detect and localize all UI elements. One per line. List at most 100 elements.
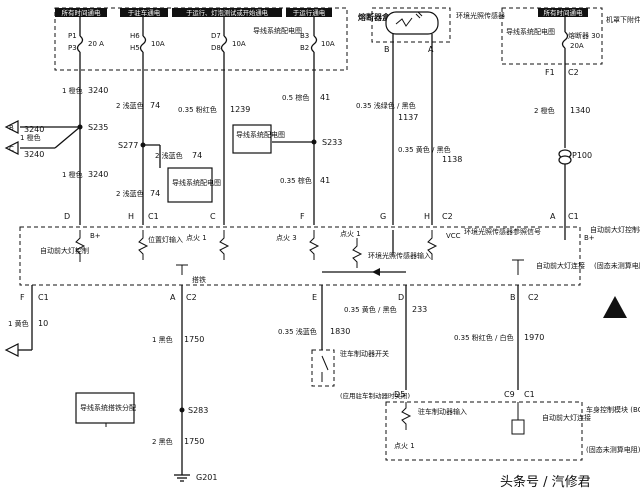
svg-text:3240: 3240 (24, 125, 44, 134)
svg-text:41: 41 (320, 176, 330, 185)
svg-text:1137: 1137 (398, 113, 418, 122)
svg-text:E: E (312, 293, 317, 302)
svg-text:点火 1: 点火 1 (186, 234, 207, 242)
splice-p100: P100 (572, 151, 592, 160)
svg-text:点火 1: 点火 1 (340, 230, 361, 238)
svg-text:C2: C2 (442, 212, 453, 221)
ambient-light-sensor: B A 环境光照传感器 (371, 7, 505, 225)
svg-text:所有时间通电: 所有时间通电 (544, 8, 584, 17)
svg-text:位置灯输入: 位置灯输入 (148, 235, 183, 244)
svg-text:H6: H6 (130, 32, 140, 40)
svg-text:0.5 棕色: 0.5 棕色 (282, 93, 309, 102)
svg-text:233: 233 (412, 305, 427, 314)
lower-wires: 1 黄色 10 1 黑色 1750 S283 2 黑色 1750 G201 0.… (4, 285, 544, 482)
svg-text:10A: 10A (232, 40, 246, 48)
svg-text:2 黑色: 2 黑色 (152, 437, 173, 446)
svg-text:导线系统配电图: 导线系统配电图 (172, 178, 221, 187)
svg-text:1340: 1340 (570, 106, 590, 115)
svg-text:B: B (9, 124, 14, 132)
svg-text:C1: C1 (524, 390, 535, 399)
svg-text:(固态未测算电阻): (固态未测算电阻) (594, 261, 640, 270)
svg-text:F1: F1 (545, 68, 555, 77)
svg-text:3240: 3240 (88, 86, 108, 95)
svg-text:C1: C1 (148, 212, 159, 221)
svg-text:2 橙色: 2 橙色 (534, 106, 555, 115)
svg-text:F: F (20, 293, 25, 302)
svg-text:H: H (128, 212, 134, 221)
svg-text:D: D (398, 293, 404, 302)
underhood-fuse-block: 所有时间通电 机罩下附件线接线盒 导线系统配电图 熔断器 30 20A F1 C… (501, 7, 640, 225)
ground-dist-text: 导线系统搭铁分配 (80, 403, 136, 412)
svg-text:点火 3: 点火 3 (276, 234, 297, 242)
svg-text:B: B (384, 45, 390, 54)
svg-text:0.35 粉红色: 0.35 粉红色 (178, 105, 217, 114)
svg-text:1750: 1750 (184, 335, 204, 344)
svg-text:20 A: 20 A (88, 40, 104, 48)
svg-text:G: G (380, 212, 386, 221)
svg-text:VCC: VCC (446, 232, 461, 240)
body-control-module: D5 C9 C1 车身控制模块 (BCM) (固态未测算电阻) 驻车制动器输入 … (385, 390, 640, 461)
svg-text:A: A (550, 212, 556, 221)
fuse-ref-text: 导线系统配电图 (253, 26, 302, 35)
svg-text:10A: 10A (151, 40, 165, 48)
connector-arrow-b (4, 120, 19, 134)
splice-s277: S277 (118, 141, 138, 150)
svg-text:自动前大灯控制: 自动前大灯控制 (40, 246, 89, 255)
svg-text:20A: 20A (570, 42, 584, 50)
fuse-symbol (76, 35, 84, 53)
svg-text:1970: 1970 (524, 333, 544, 342)
underhood-side-label: 机罩下附件线接线盒 (606, 15, 640, 24)
svg-text:(应用驻车制动器时关闭): (应用驻车制动器时关闭) (340, 391, 410, 400)
svg-text:驻车制动器输入: 驻车制动器输入 (418, 407, 467, 416)
splices-upper: S235 S277 2 浅蓝色 74 S233 (77, 123, 342, 168)
hot-label-park: 于驻车通电 (128, 8, 161, 17)
headlamp-control-module: 自动前大灯控制模块 (固态未测算电阻) B+ 自动前大灯控制 位置灯输入 点火 … (19, 225, 640, 318)
svg-text:点火 1: 点火 1 (394, 442, 415, 450)
svg-text:0.35 黄色 / 黑色: 0.35 黄色 / 黑色 (344, 305, 397, 314)
svg-text:A: A (428, 45, 434, 54)
sensor-label: 环境光照传感器 (456, 11, 505, 20)
svg-text:1 橙色: 1 橙色 (62, 86, 83, 95)
svg-text:P3: P3 (68, 44, 77, 52)
svg-text:10: 10 (38, 319, 48, 328)
brake-switch-label: 驻车制动器开关 (340, 349, 389, 358)
svg-text:B: B (510, 293, 516, 302)
svg-text:0.35 黄色 / 黑色: 0.35 黄色 / 黑色 (398, 145, 451, 154)
fuse-symbol (139, 35, 147, 53)
svg-text:41: 41 (320, 93, 330, 102)
svg-text:(固态未测算电阻): (固态未测算电阻) (586, 445, 640, 454)
fuse-symbol (310, 35, 318, 53)
svg-text:10A: 10A (321, 40, 335, 48)
svg-text:自动前大灯连接: 自动前大灯连接 (536, 261, 585, 270)
svg-text:熔断器 30: 熔断器 30 (568, 31, 600, 40)
svg-text:导线系统配电图: 导线系统配电图 (236, 130, 285, 139)
svg-text:P1: P1 (68, 32, 77, 40)
svg-text:74: 74 (192, 151, 202, 160)
svg-text:3240: 3240 (88, 170, 108, 179)
svg-text:B+: B+ (90, 232, 101, 240)
ref-boxes: 导线系统配电图 导线系统配电图 导线系统搭铁分配 (75, 124, 285, 424)
svg-text:H: H (424, 212, 430, 221)
svg-text:1138: 1138 (442, 155, 462, 164)
fuse-symbol (561, 31, 569, 49)
ground-g201: G201 (196, 473, 217, 482)
svg-text:F: F (300, 212, 305, 221)
svg-text:74: 74 (150, 101, 160, 110)
svg-text:C2: C2 (186, 293, 197, 302)
fuse-block: 所有时间通电 于驻车通电 于运行、灯泡测试或开始通电 于运行通电 熔断器盒 P1… (54, 7, 391, 225)
splice-s233: S233 (322, 138, 342, 147)
svg-text:2 浅蓝色: 2 浅蓝色 (116, 189, 144, 198)
svg-text:0.35 浅绿色 / 黑色: 0.35 浅绿色 / 黑色 (356, 101, 416, 110)
svg-text:1 橙色: 1 橙色 (62, 170, 83, 179)
svg-text:C: C (9, 145, 14, 153)
hot-label-always: 所有时间通电 (62, 8, 102, 17)
svg-text:A: A (170, 293, 176, 302)
svg-text:头条号 / 汽修君: 头条号 / 汽修君 (500, 474, 591, 490)
svg-text:1 黄色: 1 黄色 (8, 319, 29, 328)
svg-text:C: C (210, 212, 216, 221)
watermark: 头条号 / 汽修君 (500, 474, 591, 490)
hot-label-run-bulb: 于运行、灯泡测试或开始通电 (186, 8, 269, 17)
svg-text:74: 74 (150, 189, 160, 198)
svg-text:C2: C2 (568, 68, 579, 77)
svg-text:0.35 浅蓝色: 0.35 浅蓝色 (278, 327, 317, 336)
